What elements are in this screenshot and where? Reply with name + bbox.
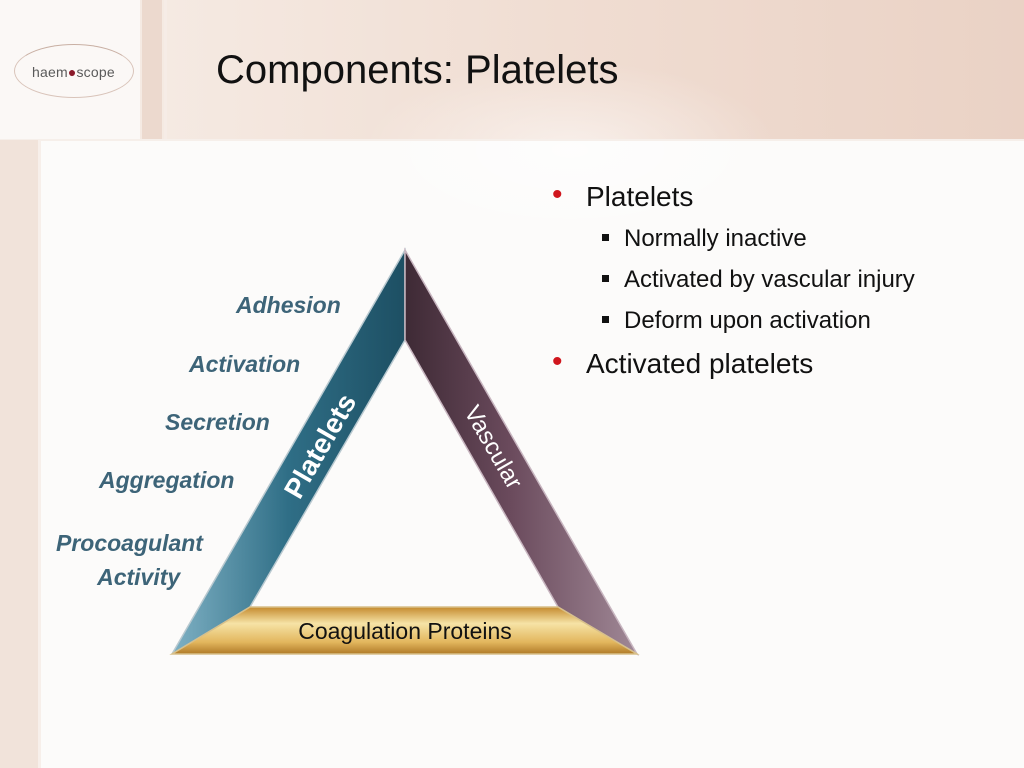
square-bullet-icon — [602, 275, 609, 282]
bullet-text: Platelets — [586, 181, 694, 212]
sub-bullet-item: Activated by vascular injury — [550, 259, 1010, 300]
header-band — [0, 0, 1024, 240]
bullet-dot-icon: • — [552, 345, 563, 378]
sub-bullet-text: Activated by vascular injury — [624, 266, 915, 293]
slide-title: Components: Platelets — [216, 48, 619, 92]
label-procoagulant-activity: Procoagulant Activity — [56, 530, 203, 590]
bullet-list: • Platelets Normally inactive Activated … — [550, 178, 1010, 385]
sub-bullet-item: Deform upon activation — [550, 300, 1010, 341]
bullet-text: Activated platelets — [586, 348, 814, 379]
label-secretion: Secretion — [165, 409, 270, 435]
left-side-strip — [0, 140, 38, 768]
header-divider — [0, 139, 1024, 141]
bullet-dot-icon: • — [552, 178, 563, 211]
label-aggregation: Aggregation — [99, 467, 235, 493]
header-stripe — [142, 0, 162, 140]
logo-ring — [14, 44, 134, 98]
left-side-strip-inner — [38, 140, 41, 768]
sub-bullet-text: Normally inactive — [624, 225, 807, 252]
header-glow — [360, 60, 780, 240]
header-stripe-thin — [164, 0, 167, 140]
label-activation: Activation — [189, 351, 301, 377]
square-bullet-icon — [602, 316, 609, 323]
bullet-item: • Activated platelets — [550, 345, 1010, 383]
coagulation-base — [169, 606, 640, 655]
sub-bullet-text: Deform upon activation — [624, 307, 871, 334]
bullet-item: • Platelets — [550, 178, 1010, 216]
haemoscope-logo: haem●scope — [32, 64, 115, 80]
sub-bullet-item: Normally inactive — [550, 218, 1010, 259]
coagulation-base-label: Coagulation Proteins — [298, 618, 512, 644]
square-bullet-icon — [602, 234, 609, 241]
label-adhesion: Adhesion — [236, 292, 341, 318]
logo-drop-icon: ● — [67, 64, 77, 80]
